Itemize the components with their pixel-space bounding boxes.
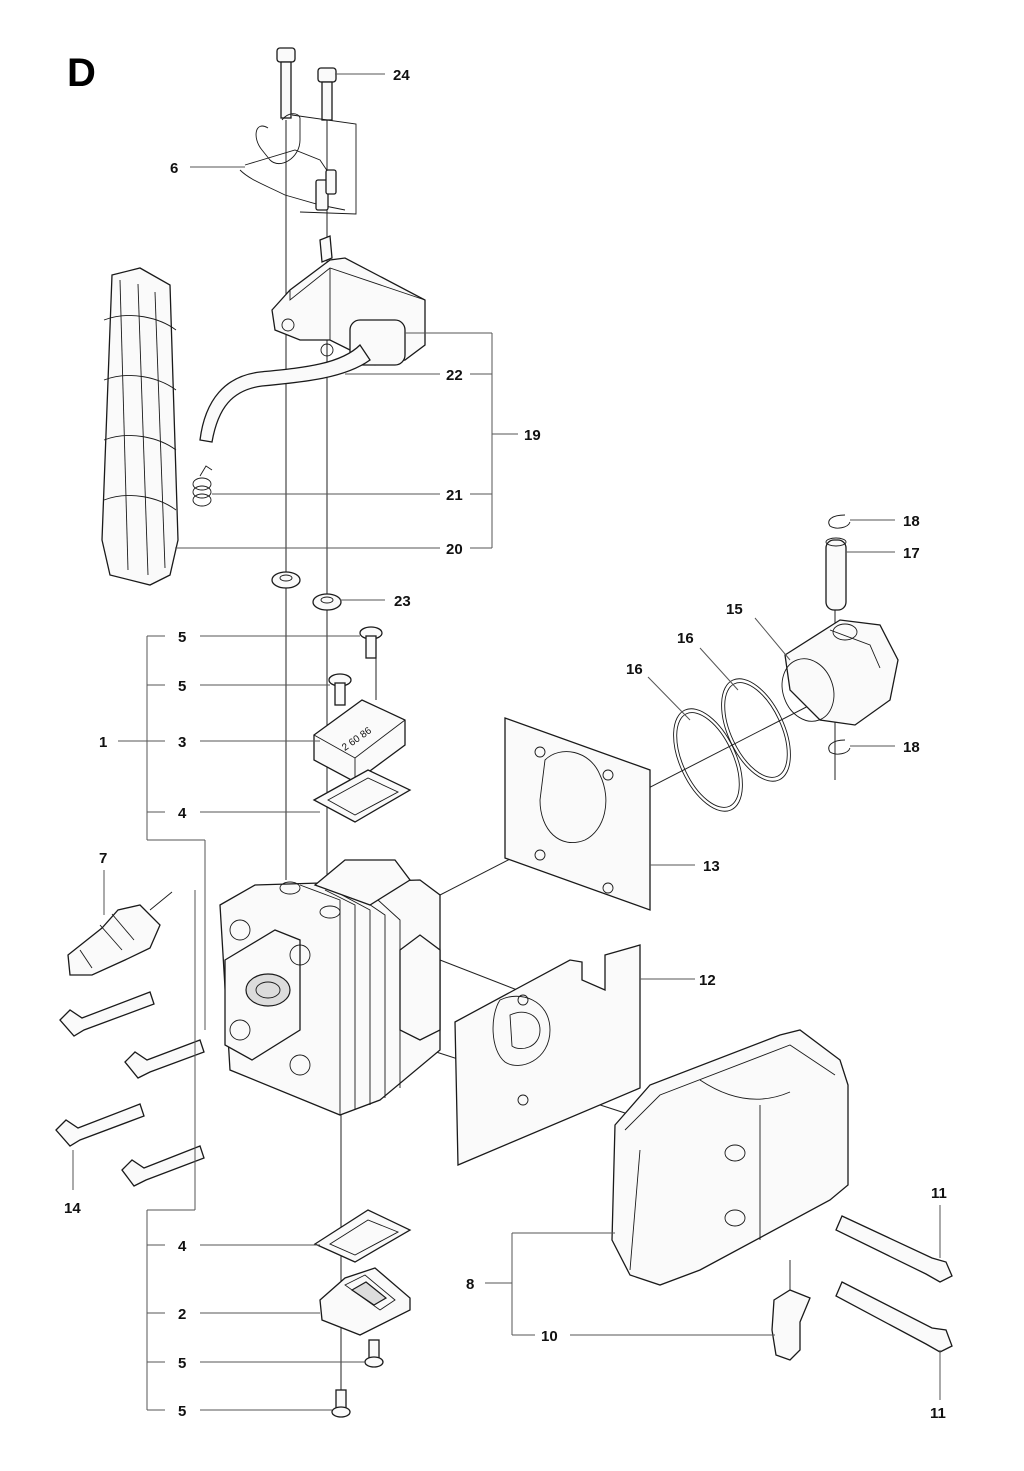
callout-5-b: 5 (178, 678, 186, 695)
cover-plate-3: 2 60 86 (313, 699, 406, 783)
screw-5-bottom (331, 1339, 384, 1418)
callout-12: 12 (699, 972, 716, 989)
callout-1: 1 (99, 734, 107, 751)
piston-pin-17 (825, 537, 847, 611)
callout-18-bottom: 18 (903, 739, 920, 756)
muffler-8 (611, 1029, 849, 1286)
circlip-18-bottom (828, 739, 851, 755)
spark-arrestor-10 (771, 1260, 811, 1361)
callout-4-a: 4 (178, 805, 187, 822)
callout-8: 8 (466, 1276, 474, 1293)
callout-labels: 24 6 22 19 21 20 23 18 17 15 16 16 5 5 1… (64, 67, 947, 1422)
gasket-4-lower (313, 1209, 412, 1263)
cylinder-1 (219, 859, 441, 1116)
screw-24 (276, 47, 337, 121)
spring-21 (192, 465, 213, 507)
callout-7: 7 (99, 850, 107, 867)
callout-5-a: 5 (178, 629, 186, 646)
callout-13: 13 (703, 858, 720, 875)
callout-6: 6 (170, 160, 178, 177)
callout-5-c: 5 (178, 1355, 186, 1372)
callout-10: 10 (541, 1328, 558, 1345)
callout-2: 2 (178, 1306, 186, 1323)
spark-plug-cap-20 (101, 267, 179, 586)
callout-20: 20 (446, 541, 463, 558)
callout-4-b: 4 (178, 1238, 187, 1255)
gasket-12 (454, 944, 641, 1166)
callout-18-top: 18 (903, 513, 920, 530)
callout-24: 24 (393, 67, 410, 84)
gasket-4-upper (312, 769, 412, 823)
callout-19: 19 (524, 427, 541, 444)
gasket-13 (504, 717, 651, 911)
circlip-18-top (828, 514, 851, 529)
callout-22: 22 (446, 367, 463, 384)
intake-block-2 (319, 1267, 411, 1336)
callout-16-left: 16 (626, 661, 643, 678)
ht-lead-22 (199, 343, 371, 443)
callout-11-top: 11 (931, 1185, 947, 1202)
callout-11-bottom: 11 (930, 1405, 946, 1422)
bolts-11 (835, 1215, 953, 1353)
section-letter: D (67, 51, 96, 95)
piston-15 (781, 619, 899, 726)
spark-plug-7 (67, 891, 173, 976)
callout-16-right: 16 (677, 630, 694, 647)
piston-rings-16 (673, 678, 791, 812)
callout-15: 15 (726, 601, 743, 618)
bolts-14 (55, 991, 205, 1187)
ignition-module-19 (271, 235, 426, 366)
callout-21: 21 (446, 487, 463, 504)
callout-17: 17 (903, 545, 920, 562)
wire-harness-6 (239, 113, 357, 215)
callout-3: 3 (178, 734, 186, 751)
callout-5-d: 5 (178, 1403, 186, 1420)
callout-23: 23 (394, 593, 411, 610)
callout-14: 14 (64, 1200, 81, 1217)
screw-5-top (328, 626, 383, 706)
leader-lines (72, 73, 941, 1411)
spacer-23 (271, 571, 342, 611)
